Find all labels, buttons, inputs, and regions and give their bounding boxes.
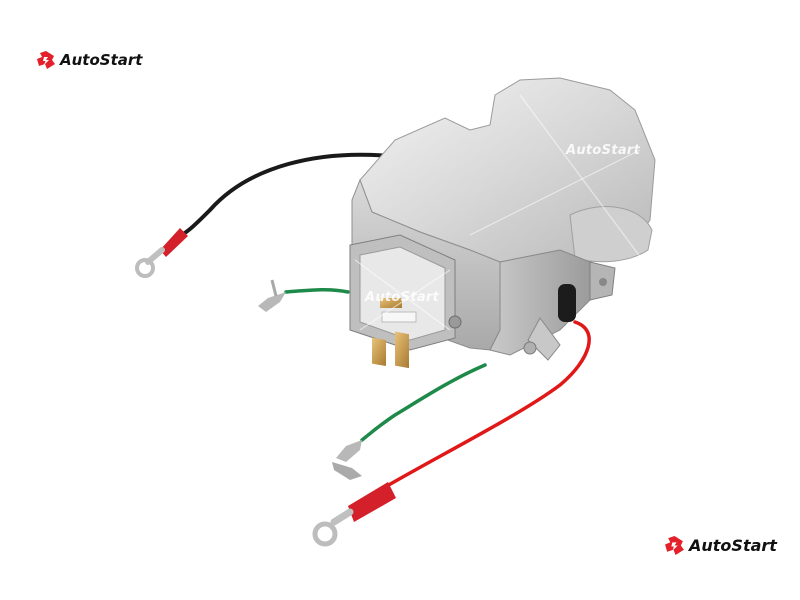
mounting-screw <box>448 315 462 329</box>
red-wire <box>378 320 591 492</box>
red-wire-ring-terminal <box>312 482 396 547</box>
brand-logo-top-left: AutoStart <box>36 50 142 70</box>
black-wire <box>173 152 392 240</box>
housing-side <box>489 249 591 356</box>
connector-socket <box>349 234 456 369</box>
black-wire-ring-terminal <box>135 228 188 278</box>
green-wire-top <box>284 287 350 294</box>
green-wire-bottom-terminal <box>332 440 362 480</box>
autostart-logo-icon <box>664 535 685 556</box>
housing-dome <box>569 206 653 263</box>
brand-name: AutoStart <box>689 536 777 555</box>
autostart-logo-icon <box>36 50 56 70</box>
green-wire-top-terminal <box>258 279 286 312</box>
wire-grommet <box>523 284 576 361</box>
green-wire-bottom <box>360 363 487 442</box>
brand-name: AutoStart <box>60 51 143 69</box>
brand-logo-bottom-right: AutoStart <box>664 535 777 556</box>
